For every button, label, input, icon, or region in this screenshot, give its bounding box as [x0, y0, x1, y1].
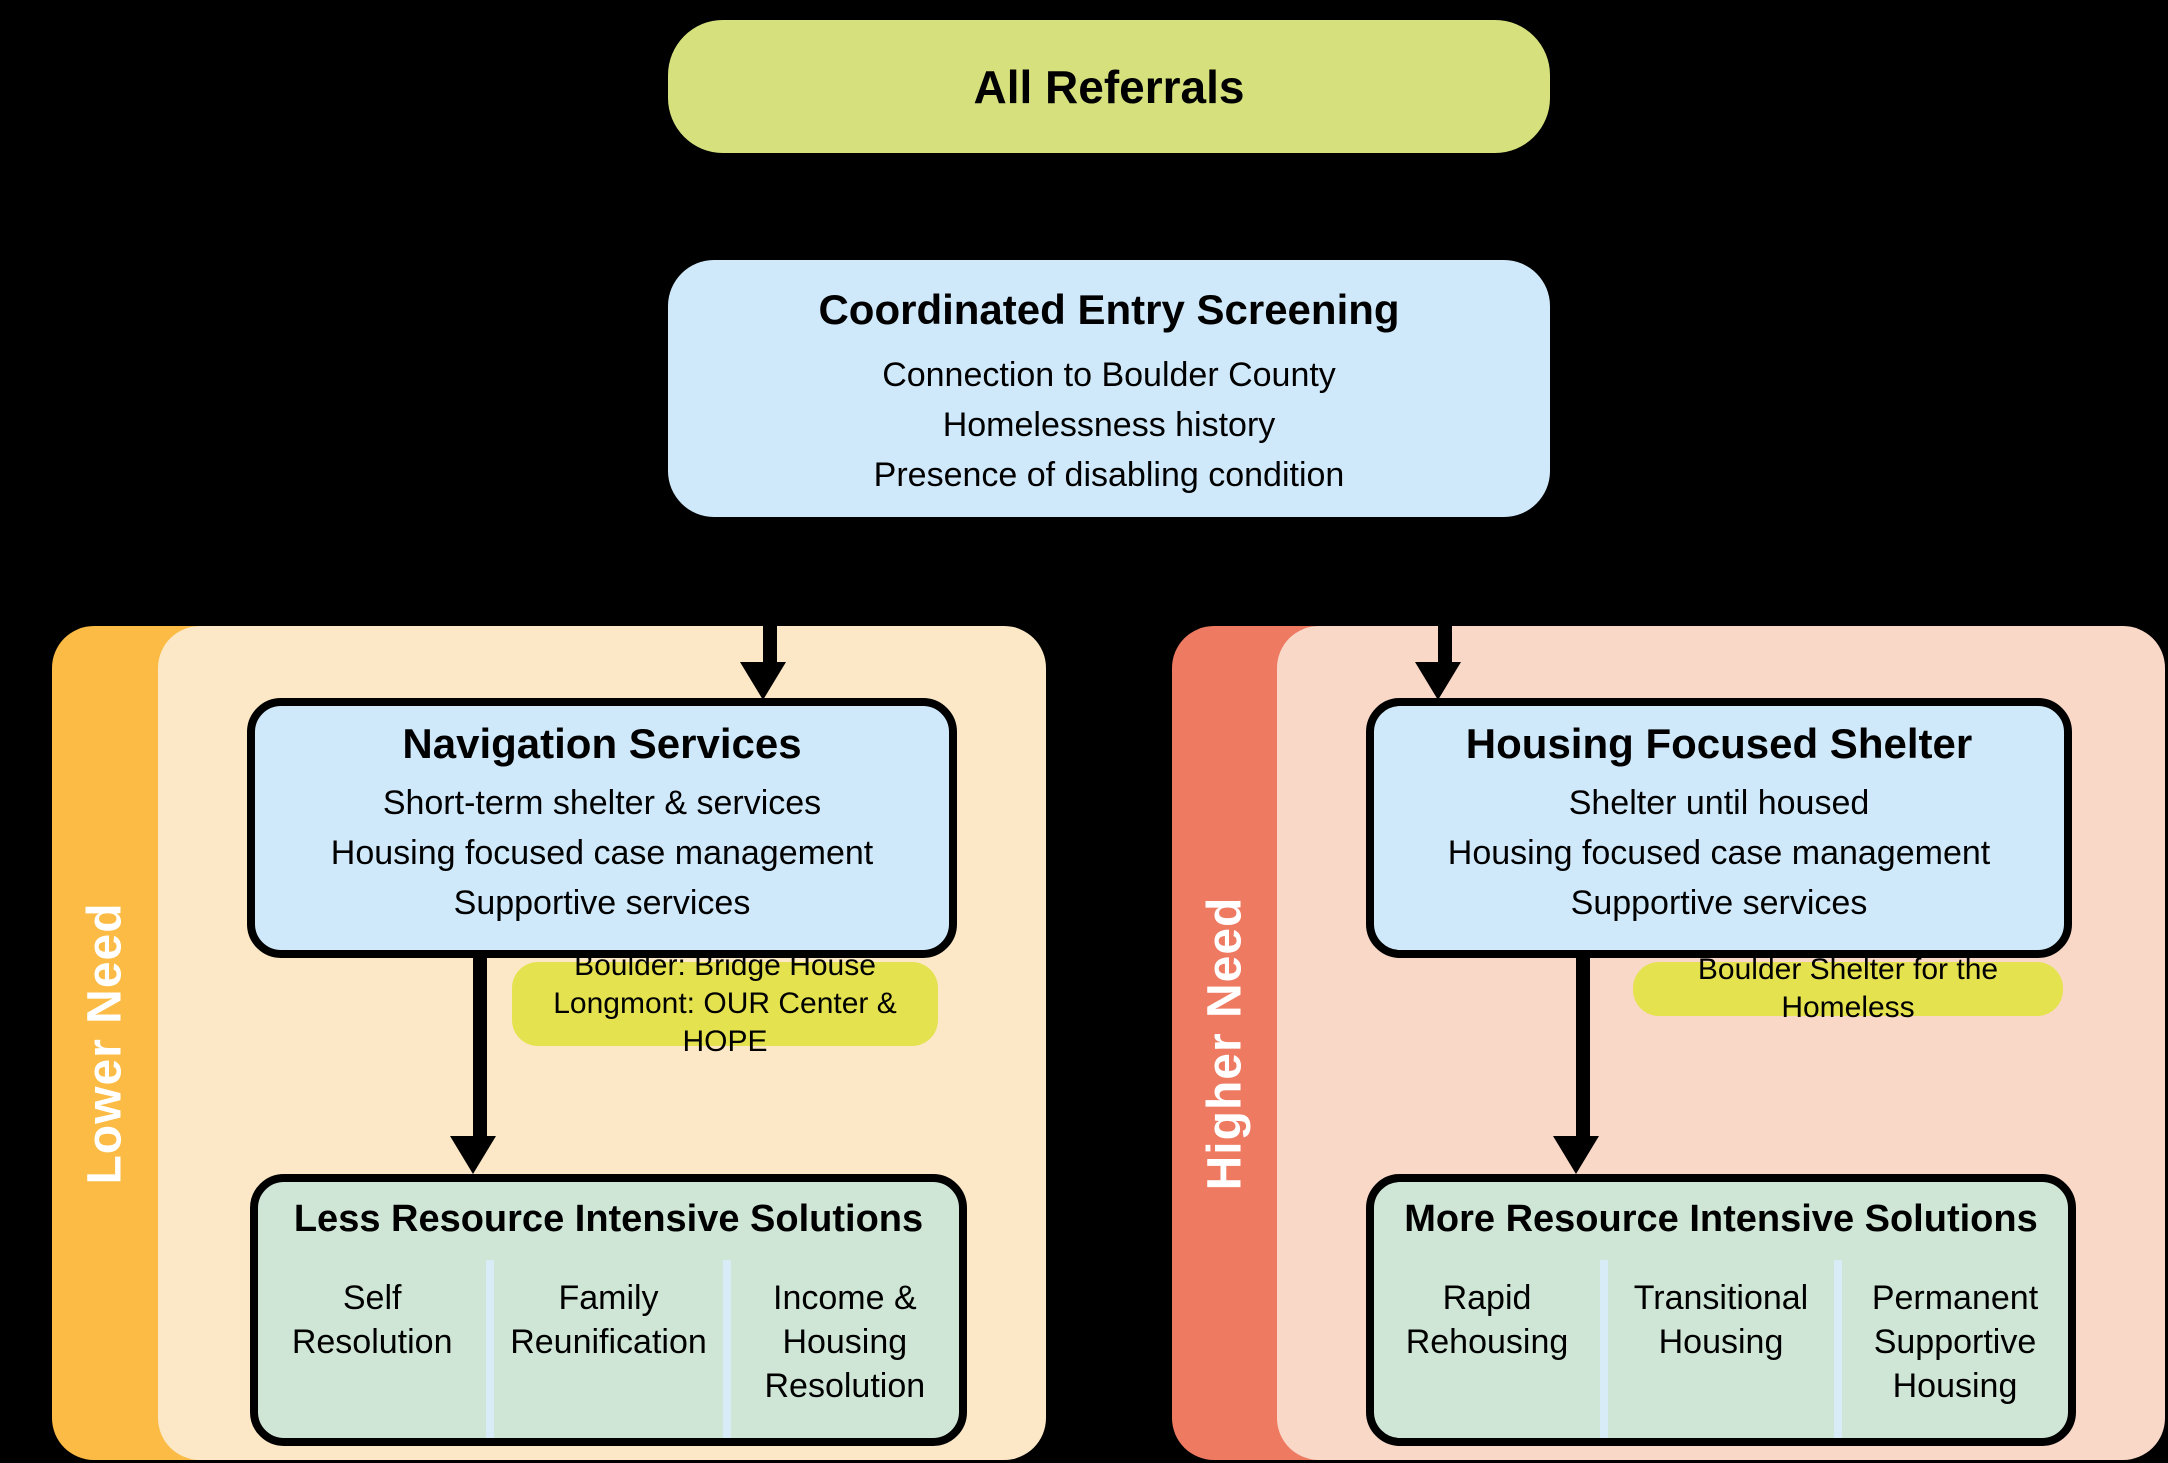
navigation-services-node: Navigation Services Short-term shelter &… [247, 698, 957, 958]
connector-line-shelter-to-solutions [1576, 956, 1590, 1138]
housing-focused-shelter-node: Housing Focused Shelter Shelter until ho… [1366, 698, 2072, 958]
lower-need-tab-label: Lower Need [78, 901, 132, 1185]
navigation-services-item: Supportive services [453, 884, 751, 922]
screening-title: Coordinated Entry Screening [818, 286, 1400, 333]
solution-columns: Rapid Rehousing Transitional Housing Per… [1374, 1260, 2068, 1438]
screening-criterion: Connection to Boulder County [882, 356, 1336, 394]
screening-node: Coordinated Entry Screening Connection t… [668, 260, 1550, 517]
connector-line-screening-to-shelter [1438, 626, 1452, 666]
screening-criterion: Presence of disabling condition [873, 456, 1345, 494]
solution-column: Permanent Supportive Housing [1871, 1279, 2039, 1405]
solution-column: Rapid Rehousing [1405, 1279, 1569, 1361]
more-resource-solutions-title: More Resource Intensive Solutions [1404, 1198, 2038, 1240]
higher-need-tab-label: Higher Need [1198, 896, 1252, 1190]
provider-line: Boulder Shelter for the Homeless [1697, 953, 1999, 1024]
solution-column: Income & Housing Resolution [764, 1279, 926, 1405]
navigation-services-item: Housing focused case management [330, 834, 874, 872]
provider-line: Boulder: Bridge House [574, 949, 876, 982]
solution-columns: Self Resolution Family Reunification Inc… [258, 1260, 959, 1438]
connector-arrowhead-navigation-to-solutions [450, 1136, 496, 1174]
solution-column: Transitional Housing [1633, 1279, 1809, 1361]
connector-arrowhead-screening-to-navigation [740, 662, 786, 700]
housing-focused-shelter-item: Housing focused case management [1447, 834, 1991, 872]
housing-focused-shelter-item: Shelter until housed [1568, 784, 1870, 822]
column-divider [722, 1260, 731, 1438]
provider-label-higher: Boulder Shelter for the Homeless [1633, 953, 2063, 1024]
all-referrals-title: All Referrals [973, 60, 1245, 113]
navigation-services-item: Short-term shelter & services [382, 784, 822, 822]
connector-arrowhead-shelter-to-solutions [1553, 1136, 1599, 1174]
solution-column: Self Resolution [291, 1279, 453, 1361]
connector-arrowhead-screening-to-shelter [1415, 662, 1461, 700]
column-divider [1834, 1260, 1842, 1438]
less-resource-solutions-node: Less Resource Intensive Solutions Self R… [250, 1174, 967, 1446]
column-divider [486, 1260, 495, 1438]
more-resource-solutions-node: More Resource Intensive Solutions Rapid … [1366, 1174, 2076, 1446]
connector-line-navigation-to-solutions [473, 956, 487, 1138]
lower-need-tab-label-wrap: Lower Need [52, 626, 158, 1460]
solution-column: Family Reunification [510, 1279, 707, 1361]
column-divider [1600, 1260, 1608, 1438]
provider-label-lower: Boulder: Bridge House Longmont: OUR Cent… [512, 949, 938, 1058]
screening-criterion: Homelessness history [942, 406, 1276, 444]
housing-focused-shelter-item: Supportive services [1570, 884, 1868, 922]
housing-focused-shelter-title: Housing Focused Shelter [1465, 720, 1973, 767]
less-resource-solutions-title: Less Resource Intensive Solutions [293, 1198, 924, 1240]
connector-line-screening-to-navigation [763, 626, 777, 666]
navigation-services-title: Navigation Services [402, 720, 802, 767]
higher-need-tab-label-wrap: Higher Need [1172, 626, 1278, 1460]
provider-line: Longmont: OUR Center & HOPE [553, 987, 897, 1058]
all-referrals-node: All Referrals [668, 20, 1550, 153]
